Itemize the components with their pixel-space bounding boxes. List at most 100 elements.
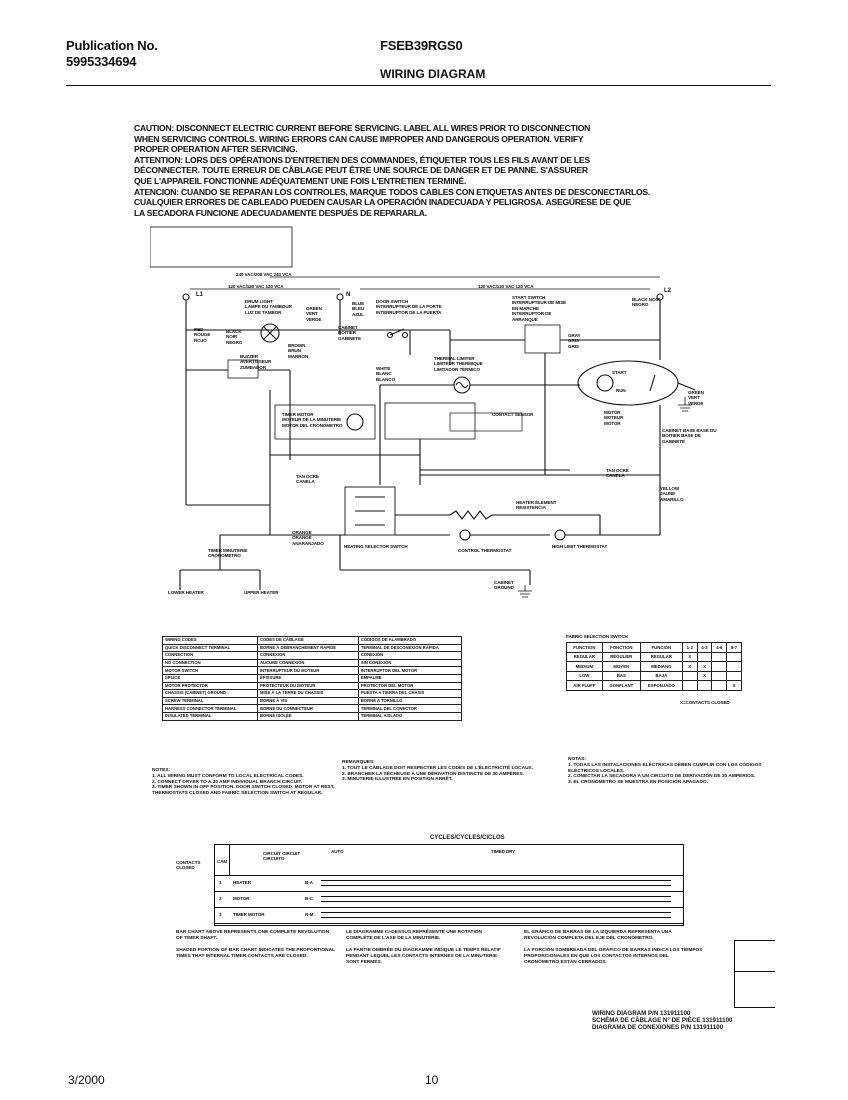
black-wire-label: BLACK NOIR NEGRO [226, 329, 243, 345]
notes-en: NOTES: 1. ALL WIRING MUST CONFORM TO LOC… [152, 768, 352, 797]
timer-motor-es: MOTOR DEL CRONOMETRO [282, 422, 343, 428]
cycle-row-circuit: MOTOR [233, 896, 250, 901]
drum-light-symbol [260, 323, 280, 343]
motor-symbol [577, 360, 679, 406]
door-switch-label: DOOR SWITCH INTERRUPTEUR DE LA PORTE INT… [376, 299, 446, 315]
timer-motor-label: TIMER MOTOR MOTEUR DE LA MINUTERIE MOTOR… [282, 412, 362, 428]
motor-start-label: START [612, 370, 627, 375]
fabric-cell: BAS [601, 670, 641, 681]
cycle-row-bar [321, 896, 671, 902]
fabric-cell: X [681, 661, 698, 672]
part-number-fr: SCHÉMA DE CÂBLAGE N° DE PIÈCE 131911100 [592, 1017, 733, 1024]
high-limit-symbol [554, 529, 566, 541]
legend-cell: BORNE À VIS [257, 696, 359, 706]
timer-label: TIMER MINUTERIE CRONOMETRO [208, 548, 248, 559]
notes-en-title: NOTES: [152, 768, 171, 773]
fabric-h-function: FUNCTION [566, 642, 603, 653]
door-switch-fr: INTERRUPTEUR DE LA PORTE [376, 304, 442, 310]
cabinet-ground-label: CABINET GROUND [494, 580, 514, 591]
notes-en-2: 2. CONNECT DRYER TO A 30 AMP INDIVIDUAL … [152, 779, 303, 785]
control-thermostat-label: CONTROL THERMOSTAT [458, 548, 512, 553]
wiring-schematic [150, 226, 696, 598]
fabric-h-c12: 1-2 [681, 642, 698, 653]
footer-page-number: 10 [425, 1073, 439, 1087]
brown-wire-label: BROWN BRUN MARRON [288, 343, 309, 359]
cycle-row-contact: B-C [305, 896, 313, 901]
notes-fr-3: 3. MINUTERIE ILLUSTRÉE EN POSITION ARRÊT… [342, 777, 453, 783]
caution-en-1: CAUTION: DISCONNECT ELECTRIC CURRENT BEF… [134, 123, 591, 133]
legend-cell: MOTOR SWITCH [162, 666, 258, 675]
legend-cell: PROTECTEUR DU MOTEUR [257, 681, 359, 691]
legend-cell: INTERRUPTOR DEL MOTOR [357, 666, 463, 675]
thermal-limiter-fr: LIMITEUR THERMIQUE [434, 361, 483, 367]
l1-terminal [182, 293, 190, 301]
l1-label: L1 [196, 292, 203, 298]
caution-fr-1: ATTENTION: LORS DES OPÉRATIONS D'ENTRETI… [134, 154, 590, 165]
notes-en-1: 1. ALL WIRING MUST CONFORM TO LOCAL ELEC… [152, 773, 304, 779]
legend-cell: MOTOR PROTECTOR [162, 681, 258, 691]
fabric-cell [711, 670, 728, 681]
header-rule [66, 85, 771, 86]
shade-note-en: SHADED PORTION OF BAR CHART INDICATES TH… [176, 948, 335, 959]
thermal-limiter-en: THERMAL LIMITER [434, 356, 475, 361]
cabinet-base-label: CABINET BASE BASE DU BOITIER BASE DE GAB… [662, 428, 717, 444]
thermal-limiter-label: THERMAL LIMITER LIMITEUR THERMIQUE LIMIT… [434, 356, 514, 372]
caution-es-1: ATENCION: CUANDO SE REPARAN LOS CONTROLE… [134, 186, 651, 197]
start-switch-es: INTERRUPTOR DE ARRANQUE [512, 311, 552, 322]
timed-header: TIMED DRY [491, 849, 516, 854]
motor-label: MOTOR MOTEUR MOTOR [604, 410, 624, 426]
drum-light-label: DRUM LIGHT LAMPE DU TAMBOUR LUZ DE TAMBO… [245, 299, 305, 315]
fabric-cell [681, 680, 698, 691]
neutral-terminal [336, 293, 344, 301]
cycles-title: CYCLES/CYCLES/CICLOS [430, 835, 505, 841]
notes-es-title: NOTAS: [568, 757, 587, 762]
cycle-row-cam: 1 [219, 880, 222, 885]
caution-block: CAUTION: DISCONNECT ELECTRIC CURRENT BEF… [134, 123, 754, 218]
notes-en-3: 3. TIMER SHOWN IN OFF POSITION. DOOR SWI… [152, 785, 335, 797]
lower-heater-label: LOWER HEATER [168, 590, 204, 595]
legend-cell: MISE À LA TERRE DU CHASSIS [257, 689, 359, 698]
cycle-row-cam: 2 [219, 896, 222, 901]
fabric-cell: X [726, 680, 742, 691]
heating-selector-label: HEATING SELECTOR SWITCH [344, 544, 408, 549]
legend-cell: PROTECTOR DEL MOTOR [357, 681, 463, 691]
legend-cell: HARNESS CONNECTOR TERMINAL [162, 704, 258, 713]
legend-cell: TERMINAL DE DESCONEXIÓN RÁPIDA [357, 643, 463, 653]
legend-cell: CHASSIS (CABINET) GROUND [162, 689, 258, 698]
legend-cell: TERMINAL AISLADO [357, 711, 463, 721]
fabric-cell [726, 661, 742, 672]
cabinet-label: CABINET BOITIER GABINETE [338, 325, 361, 341]
fabric-table-note: X=CONTACTS CLOSED [680, 700, 730, 705]
drum-light-fr: LAMPE DU TAMBOUR [245, 304, 292, 310]
caution-en-2: WHEN SERVICING CONTROLS. WIRING ERRORS C… [134, 133, 584, 144]
blue-wire-label: BLUE BLEU AZUL [352, 301, 365, 317]
fabric-cell: RÉGULIER [601, 651, 641, 662]
fabric-cell [711, 651, 728, 662]
caution-es-2: CUALQUIER ERRORES DE CABLEADO PUEDEN CAU… [134, 197, 631, 208]
motor-run-label: RUN [616, 388, 626, 393]
legend-cell: CONEXIÓN [357, 651, 463, 660]
timer-motor-fr: MOTEUR DE LA MINUTERIE [282, 417, 342, 423]
cycle-row-circuit: TIMER MOTOR [233, 912, 265, 917]
fabric-cell [696, 651, 713, 662]
fabric-cell: MEDIUM [566, 661, 603, 672]
publication-label: Publication No. [66, 38, 158, 53]
fabric-h-funcion: FUNCIÓN [639, 642, 683, 653]
control-thermostat-symbol [459, 529, 471, 541]
legend-cell: INSULATED TERMINAL [162, 711, 258, 721]
fabric-cell [726, 651, 742, 662]
heater-element [449, 510, 550, 520]
fabric-selection-table: FUNCTION FONCTION FUNCIÓN 1-2 4-3 4-6 8-… [566, 642, 742, 691]
caution-fr-2: DÉCONNECTER. TOUTE ERREUR DE CÂBLAGE PEU… [134, 165, 588, 176]
legend-cell: PUESTA A TIERRA DEL CHASIS [357, 689, 463, 698]
